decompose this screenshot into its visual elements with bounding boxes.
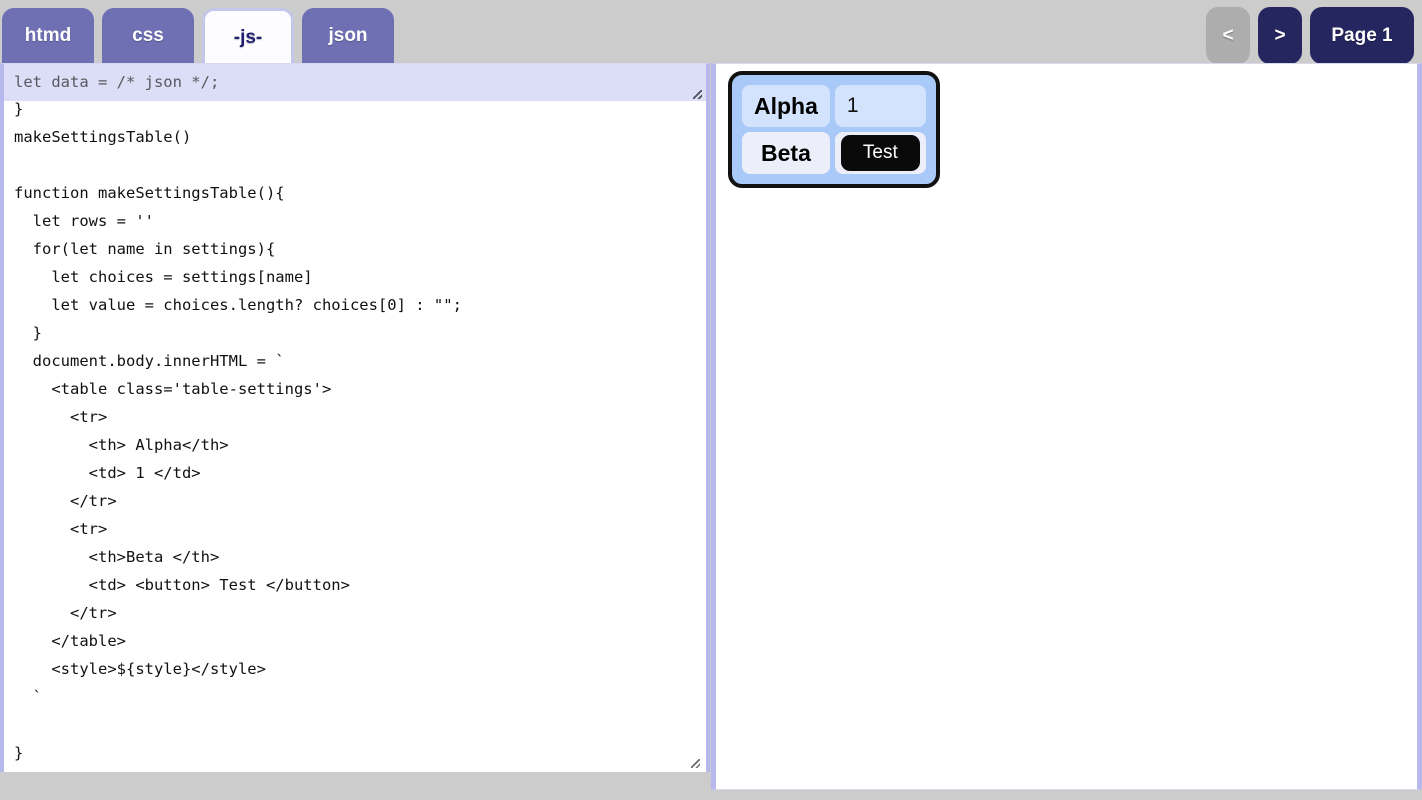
- setting-value-alpha: 1: [834, 85, 926, 127]
- setting-value-beta: Test: [834, 132, 926, 174]
- top-toolbar: htmd css -js- json < > Page 1: [0, 0, 1422, 64]
- settings-table: Alpha 1 Beta Test: [728, 71, 940, 188]
- table-row: Beta Test: [742, 132, 926, 174]
- tab-js[interactable]: -js-: [202, 8, 294, 64]
- page-indicator-button[interactable]: Page 1: [1310, 7, 1414, 64]
- code-editor-pane: [0, 63, 710, 773]
- tab-strip: htmd css -js- json: [0, 8, 394, 64]
- next-page-button[interactable]: >: [1258, 7, 1302, 64]
- setting-name-alpha: Alpha: [742, 85, 830, 127]
- firstline-resize-handle[interactable]: [693, 90, 703, 100]
- table-row: Alpha 1: [742, 85, 926, 127]
- code-textarea[interactable]: [0, 63, 710, 772]
- preview-pane: Alpha 1 Beta Test: [711, 63, 1422, 790]
- setting-name-beta: Beta: [742, 132, 830, 174]
- test-button[interactable]: Test: [840, 135, 920, 171]
- tab-json[interactable]: json: [302, 8, 394, 64]
- firstline-overlay: [0, 64, 706, 101]
- pager-controls: < > Page 1: [1206, 7, 1414, 64]
- firstline-textarea[interactable]: [0, 64, 706, 101]
- tab-css[interactable]: css: [102, 8, 194, 64]
- tab-htmd[interactable]: htmd: [2, 8, 94, 64]
- code-textarea-resize-handle[interactable]: [691, 759, 703, 771]
- prev-page-button[interactable]: <: [1206, 7, 1250, 64]
